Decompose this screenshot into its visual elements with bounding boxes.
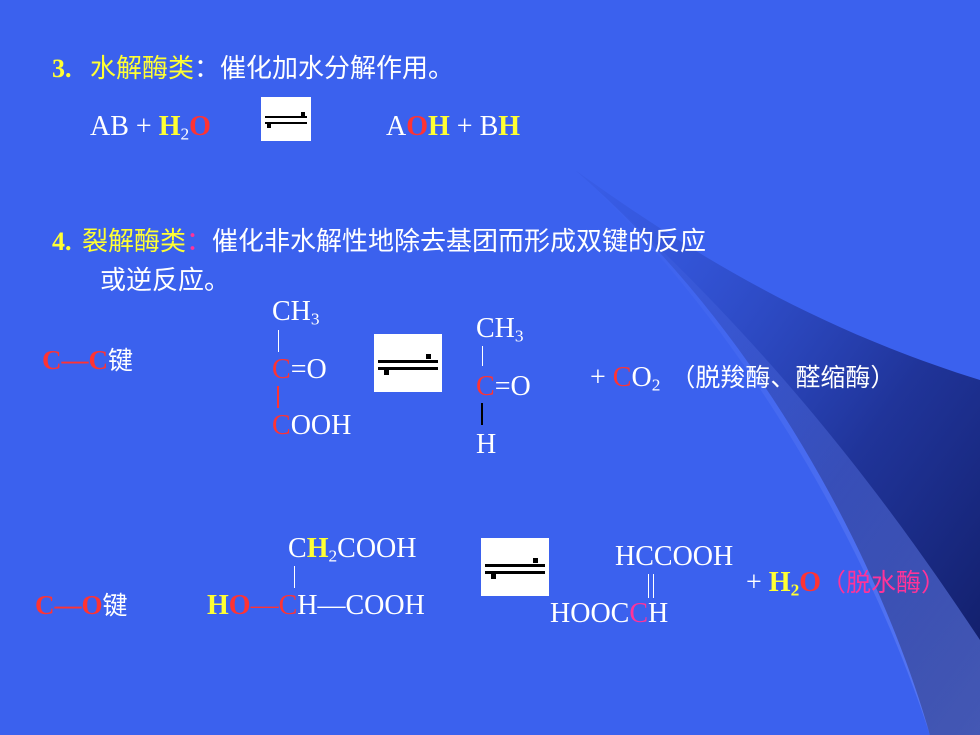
reaction3-left: AB + H2O bbox=[90, 111, 211, 144]
reversible-arrow-3 bbox=[481, 538, 549, 596]
co2-enzymes: + CO2（脱羧酶、醛缩酶） bbox=[590, 362, 896, 395]
product2-bottom: HOOCCH bbox=[550, 598, 669, 629]
section4-colon: ： bbox=[186, 227, 213, 257]
reaction3-right: AOH + BH bbox=[386, 111, 521, 142]
section4-title: 裂解酶类 bbox=[82, 227, 187, 257]
reactant1-carbonyl: C=O bbox=[272, 354, 327, 385]
section4-heading: 4. 裂解酶类：催化非水解性地除去基团而形成双键的反应 bbox=[52, 227, 707, 257]
section4-description: 催化非水解性地除去基团而形成双键的反应 bbox=[212, 227, 707, 257]
product2-top: HCCOOH bbox=[615, 541, 734, 572]
product1-h: H bbox=[476, 429, 497, 460]
section3-number: 3. bbox=[52, 54, 72, 83]
product1-ch3: CH3 bbox=[476, 313, 524, 346]
co-bond-label: C—O键 bbox=[35, 590, 128, 620]
reversible-arrow-2 bbox=[374, 334, 442, 392]
section4-number: 4. bbox=[52, 227, 72, 256]
section3-colon: ： bbox=[194, 54, 221, 84]
product1-bond-top bbox=[482, 346, 483, 366]
section3-title: 水解酶类 bbox=[90, 54, 195, 84]
section3-description: 催化加水分解作用。 bbox=[220, 54, 455, 84]
product1-carbonyl: C=O bbox=[476, 371, 531, 402]
product2-double-bond-a bbox=[648, 574, 649, 598]
cc-bond-label: C—C键 bbox=[42, 345, 134, 375]
water-dehydratase: + H2O（脱水酶） bbox=[746, 567, 947, 600]
reactant1-bond-bottom bbox=[277, 386, 279, 408]
reactant2-main: HO—CH—COOH bbox=[207, 590, 425, 621]
reactant2-bond bbox=[294, 566, 295, 588]
reactant1-bond-top bbox=[278, 330, 279, 352]
product1-bond-bottom bbox=[481, 403, 483, 425]
reversible-arrow-1 bbox=[261, 97, 311, 141]
reactant1-ch3: CH3 bbox=[272, 296, 320, 329]
reactant1-carboxyl: COOH bbox=[272, 410, 352, 441]
reactant2-top: CH2COOH bbox=[288, 533, 417, 566]
section3-heading: 3. 水解酶类：催化加水分解作用。 bbox=[52, 54, 455, 84]
product2-double-bond-b bbox=[653, 574, 654, 598]
section4-description-line2: 或逆反应。 bbox=[100, 266, 231, 296]
